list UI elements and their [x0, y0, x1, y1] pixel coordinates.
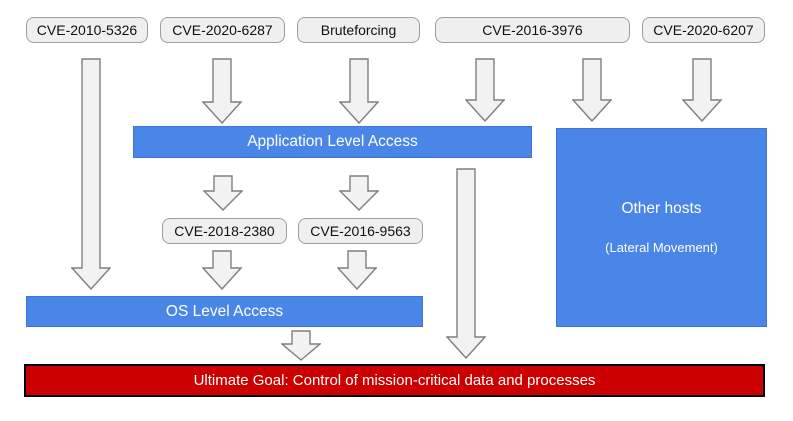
other-hosts-title: Other hosts	[621, 200, 702, 217]
other-hosts-box: Other hosts (Lateral Movement)	[556, 128, 767, 327]
arrow-os-level-to-goal	[281, 330, 321, 361]
node-cve-2010-5326: CVE-2010-5326	[26, 17, 148, 43]
node-cve-2016-3976: CVE-2016-3976	[435, 17, 630, 43]
application-level-access-bar: Application Level Access	[133, 126, 532, 158]
ultimate-goal-bar: Ultimate Goal: Control of mission-critic…	[24, 364, 765, 397]
arrow-app-level-to-goal	[446, 168, 486, 359]
arrow-cve-2016-9563-to-os-level	[337, 250, 377, 290]
arrow-cve-2010-5326-to-os-level	[71, 58, 111, 290]
arrow-cve-2020-6287-to-app-level	[202, 58, 242, 124]
arrow-cve-2020-6207-to-other-hosts	[682, 58, 722, 122]
arrow-cve-2018-2380-to-os-level	[202, 250, 242, 290]
other-hosts-subtitle: (Lateral Movement)	[605, 240, 718, 255]
node-cve-2020-6207: CVE-2020-6207	[642, 17, 765, 43]
arrow-cve-2016-3976-to-other-hosts	[572, 58, 612, 122]
node-cve-2020-6287: CVE-2020-6287	[160, 17, 285, 43]
arrow-app-level-to-cve-2016-9563	[339, 175, 379, 211]
node-bruteforcing: Bruteforcing	[297, 17, 420, 43]
arrow-cve-2016-3976-to-app-level	[465, 58, 505, 122]
node-cve-2018-2380: CVE-2018-2380	[162, 218, 287, 244]
arrow-app-level-to-cve-2018-2380	[203, 175, 243, 211]
node-cve-2016-9563: CVE-2016-9563	[298, 218, 423, 244]
os-level-access-bar: OS Level Access	[26, 296, 423, 327]
arrow-bruteforcing-to-app-level	[339, 58, 379, 124]
